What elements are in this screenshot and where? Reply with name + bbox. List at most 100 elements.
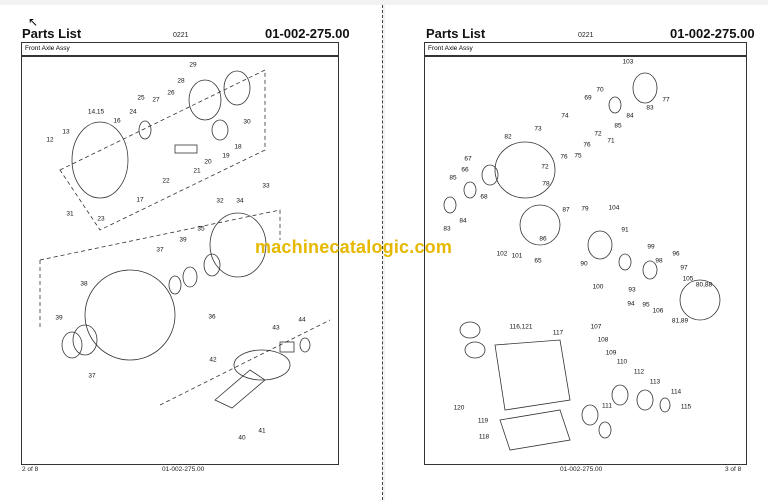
callout-number: 34 xyxy=(236,197,244,205)
callout-number: 39 xyxy=(179,236,187,244)
callout-number: 22 xyxy=(162,177,170,185)
callout-number: 37 xyxy=(156,246,164,254)
callout-number: 18 xyxy=(234,143,242,151)
callout-number: 84 xyxy=(626,112,634,120)
hub-housing xyxy=(84,269,176,361)
bearing xyxy=(182,266,198,288)
right-diagram-frame xyxy=(424,56,747,465)
right-doc-number: 01-002-275.00 xyxy=(670,26,755,41)
hub-flange xyxy=(71,121,129,199)
callout-number: 76 xyxy=(560,153,568,161)
right-subtitle: Front Axle Assy xyxy=(424,42,747,56)
callout-number: 99 xyxy=(647,243,655,251)
callout-number: 103 xyxy=(622,58,634,66)
ring xyxy=(464,341,486,359)
callout-number: 115 xyxy=(680,403,692,411)
callout-number: 16 xyxy=(113,117,121,125)
page-divider xyxy=(382,5,383,500)
right-page xyxy=(385,5,768,500)
callout-number: 31 xyxy=(66,210,74,218)
group-outline xyxy=(39,209,281,330)
left-footer-page: 2 of 8 xyxy=(22,466,39,473)
bearing xyxy=(72,324,98,356)
spindle xyxy=(214,369,266,409)
callout-number: 75 xyxy=(574,152,582,160)
callout-number: 69 xyxy=(584,94,592,102)
callout-number: 33 xyxy=(262,182,270,190)
callout-number: 17 xyxy=(136,196,144,204)
callout-number: 26 xyxy=(167,89,175,97)
callout-number: 91 xyxy=(621,226,629,234)
left-page-code: 0221 xyxy=(173,32,189,39)
ring xyxy=(642,260,658,280)
callout-number: 71 xyxy=(607,137,615,145)
callout-number: 119 xyxy=(477,417,489,425)
callout-number: 73 xyxy=(534,125,542,133)
callout-number: 76 xyxy=(583,141,591,149)
group-outline xyxy=(59,69,266,231)
callout-number: 87 xyxy=(562,206,570,214)
brake-pad xyxy=(499,409,571,451)
left-subtitle: Front Axle Assy xyxy=(21,42,339,56)
gear xyxy=(481,164,499,186)
callout-number: 116,121 xyxy=(509,323,533,331)
callout-number: 83 xyxy=(646,104,654,112)
callout-number: 35 xyxy=(197,225,205,233)
left-page-title: Parts List xyxy=(22,26,82,41)
seal xyxy=(61,331,83,359)
ring xyxy=(611,384,629,406)
callout-number: 38 xyxy=(80,280,88,288)
callout-number: 93 xyxy=(628,286,636,294)
shaft xyxy=(174,144,198,154)
callout-number: 68 xyxy=(480,193,488,201)
callout-number: 80,88 xyxy=(695,281,713,289)
group-outline xyxy=(159,319,331,406)
callout-number: 77 xyxy=(662,96,670,104)
axle-housing xyxy=(494,339,571,411)
callout-number: 90 xyxy=(580,260,588,268)
callout-number: 105 xyxy=(682,275,694,283)
callout-number: 14,15 xyxy=(87,108,105,116)
ring xyxy=(598,421,612,439)
callout-number: 111 xyxy=(602,402,612,410)
callout-number: 13 xyxy=(62,128,70,136)
right-footer-doc: 01-002-275.00 xyxy=(560,466,603,473)
disc xyxy=(209,212,267,278)
planet-gear xyxy=(211,119,229,141)
callout-number: 85 xyxy=(614,122,622,130)
callout-number: 85 xyxy=(449,174,457,182)
callout-number: 97 xyxy=(680,264,688,272)
left-doc-number: 01-002-275.00 xyxy=(265,26,350,41)
ring xyxy=(443,196,457,214)
ring xyxy=(636,389,654,411)
callout-number: 100 xyxy=(592,283,604,291)
callout-number: 95 xyxy=(642,301,650,309)
callout-number: 114 xyxy=(670,388,682,396)
callout-number: 79 xyxy=(581,205,589,213)
callout-number: 37 xyxy=(88,372,96,380)
bearing xyxy=(138,120,152,140)
callout-number: 113 xyxy=(649,378,661,386)
callout-number: 82 xyxy=(504,133,512,141)
callout-number: 39 xyxy=(55,314,63,322)
callout-number: 110 xyxy=(616,358,628,366)
callout-number: 74 xyxy=(561,112,569,120)
callout-number: 72 xyxy=(541,163,549,171)
mouse-cursor-icon: ↖ xyxy=(28,15,39,29)
callout-number: 86 xyxy=(539,235,547,243)
callout-number: 72 xyxy=(594,130,602,138)
callout-number: 101 xyxy=(511,252,523,260)
callout-number: 70 xyxy=(596,86,604,94)
ring xyxy=(581,404,599,426)
callout-number: 84 xyxy=(459,217,467,225)
housing xyxy=(494,141,556,199)
differential-case xyxy=(519,204,561,246)
spindle-flange xyxy=(233,349,291,381)
callout-number: 66 xyxy=(461,166,469,174)
callout-number: 112 xyxy=(633,368,645,376)
ring xyxy=(299,337,311,353)
callout-number: 28 xyxy=(177,77,185,85)
left-diagram-frame xyxy=(21,56,339,465)
callout-number: 27 xyxy=(152,96,160,104)
